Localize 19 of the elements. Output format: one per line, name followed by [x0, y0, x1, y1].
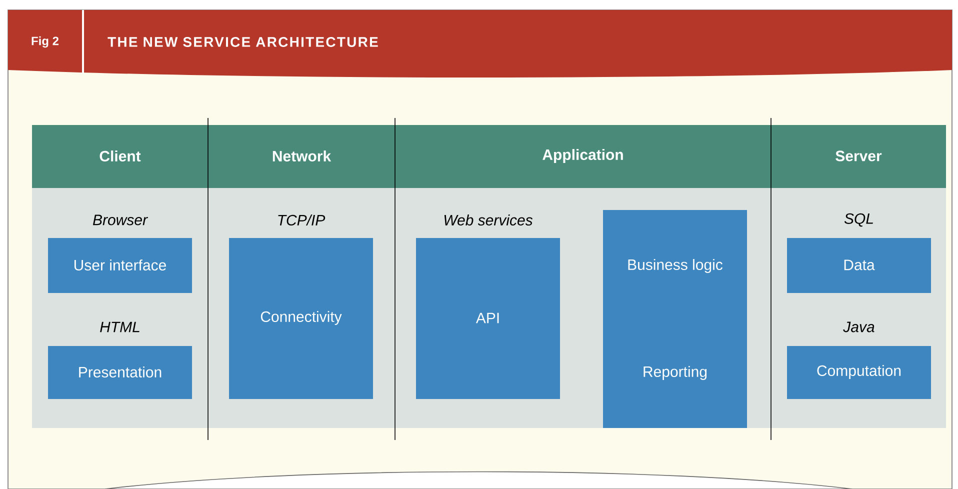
figure-number: Fig 2: [32, 36, 59, 48]
node-label: Web services: [444, 214, 533, 226]
node-label: Application: [542, 149, 623, 163]
node-label: Network: [272, 150, 332, 162]
service-box: Business logic Reporting: [603, 210, 747, 428]
title: THE NEW SERVICE ARCHITECTURE: [108, 37, 378, 47]
node-label: TCP/IP: [278, 214, 326, 226]
node-label: Client: [100, 150, 141, 162]
service-box: Java Computation: [787, 322, 931, 399]
service-box: TCP/IP Connectivity: [229, 214, 373, 399]
service-box: HTML Presentation: [48, 322, 192, 399]
node-label: Browser: [92, 214, 148, 226]
service-box: SQL Data: [787, 213, 931, 293]
service-box: Web services API: [416, 214, 560, 399]
node-label: HTML: [100, 322, 140, 332]
node-label: SQL: [844, 213, 873, 227]
node-label: Server: [836, 150, 882, 162]
service-box: Browser User interface: [48, 214, 192, 293]
node-label: Java: [843, 322, 874, 332]
